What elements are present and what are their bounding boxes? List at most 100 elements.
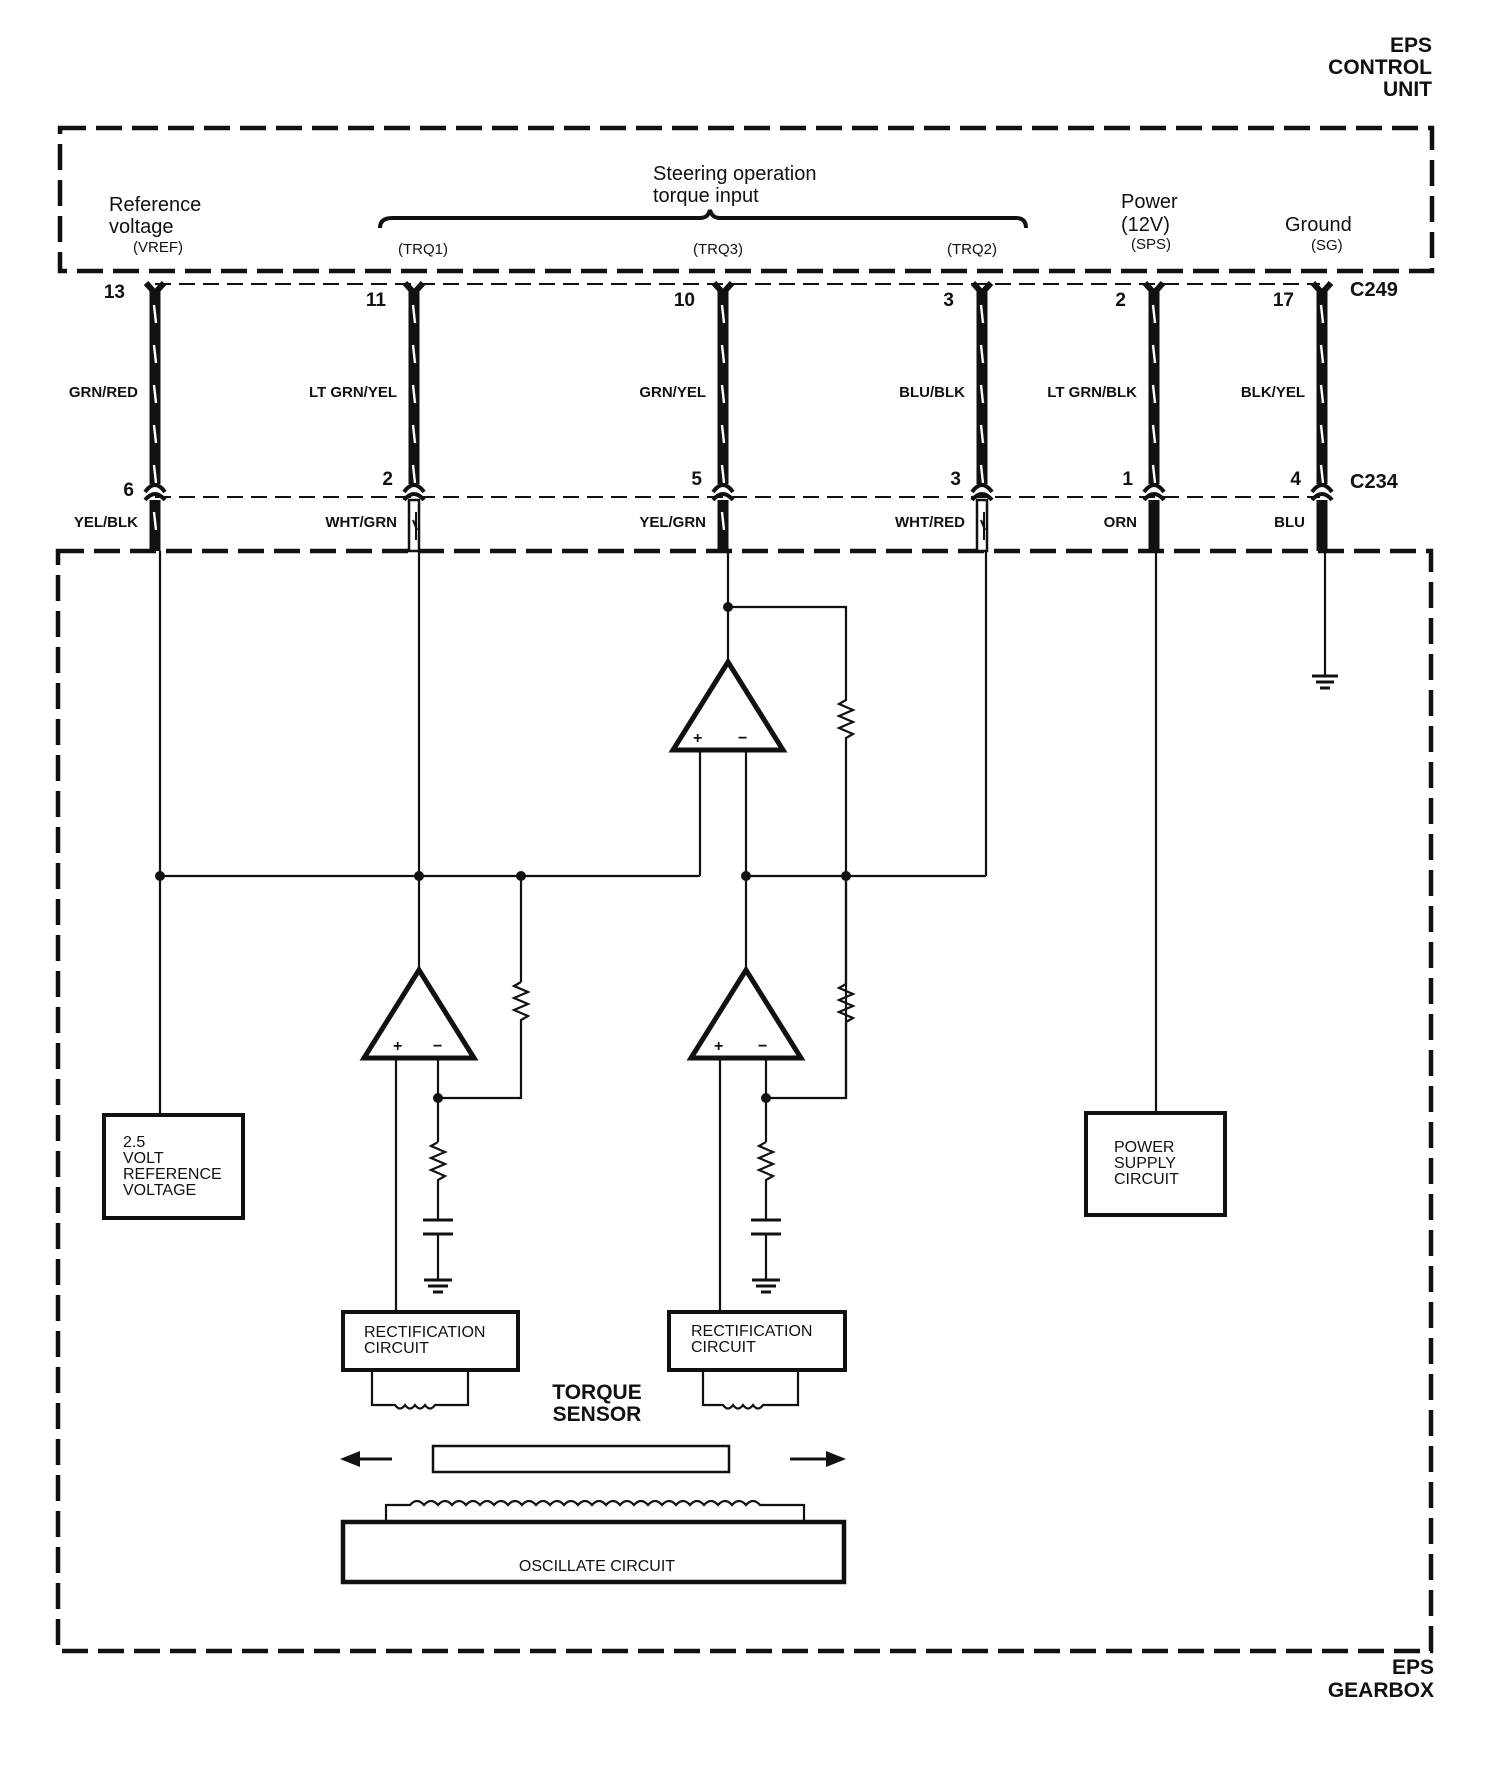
wire-stripe bbox=[411, 384, 417, 404]
connector-c234-label: C234 bbox=[1350, 471, 1399, 493]
wire-stripe bbox=[411, 424, 417, 444]
wire-stripe bbox=[152, 344, 158, 364]
signal-code: (VREF) bbox=[133, 239, 183, 256]
block-label-line: VOLT bbox=[123, 1150, 164, 1167]
connector-c234-terminal bbox=[402, 492, 426, 502]
junction-dot bbox=[841, 871, 851, 881]
connector-c234-terminal bbox=[1142, 483, 1166, 494]
signal-vref-label: Reference voltage (VREF) bbox=[109, 194, 201, 256]
right-sensor-coil-icon bbox=[701, 1370, 800, 1410]
signal-trq3-code: (TRQ3) bbox=[693, 241, 743, 258]
wire-lower bbox=[407, 498, 421, 553]
signal-code: (SPS) bbox=[1131, 236, 1171, 253]
signal-label-line: voltage bbox=[109, 216, 174, 238]
control-unit-boundary bbox=[57, 125, 1435, 274]
wire-stripe bbox=[152, 464, 158, 484]
pin-upper: 3 bbox=[943, 290, 954, 311]
connector-c234-terminal bbox=[1310, 492, 1334, 502]
pin-lower: 6 bbox=[123, 480, 134, 501]
pin-upper: 10 bbox=[674, 290, 695, 311]
connector-c234-terminal bbox=[143, 492, 167, 502]
block-label-line: POWER bbox=[1114, 1139, 1174, 1156]
wire-stripe bbox=[720, 384, 726, 404]
wire-stripe bbox=[1319, 384, 1325, 404]
torque-sensor-label: SENSOR bbox=[553, 1403, 642, 1426]
ref-voltage-block bbox=[102, 1113, 245, 1220]
gearbox-label: EPS GEARBOX bbox=[1328, 1656, 1434, 1702]
top-opamp-plus: + bbox=[693, 730, 702, 747]
pin-lower: 1 bbox=[1122, 469, 1133, 490]
wire-stripe bbox=[979, 344, 985, 364]
connector-c234-terminal bbox=[970, 492, 994, 502]
oscillate-circuit-block bbox=[340, 1519, 847, 1585]
left-opamp-plus: + bbox=[393, 1038, 402, 1055]
left-arrow-icon bbox=[340, 1451, 392, 1467]
wire-stripe bbox=[1151, 304, 1157, 324]
pin-lower: 4 bbox=[1290, 469, 1301, 490]
top-opamp-icon bbox=[668, 657, 788, 753]
pin-lower: 3 bbox=[950, 469, 961, 490]
oscillate-circuit-label: OSCILLATE CIRCUIT bbox=[519, 1558, 675, 1575]
wire-color-lower: WHT/RED bbox=[895, 514, 965, 531]
left-rc-resistor bbox=[428, 1141, 448, 1220]
right-ground-icon bbox=[752, 1278, 780, 1294]
control-unit-label-line: UNIT bbox=[1383, 78, 1432, 101]
pin-upper: 17 bbox=[1273, 290, 1294, 311]
gearbox-label-line: GEARBOX bbox=[1328, 1679, 1434, 1702]
control-unit-label: EPS CONTROL UNIT bbox=[1328, 34, 1432, 101]
wire-stripe bbox=[1319, 424, 1325, 444]
wire-stripe bbox=[720, 304, 726, 324]
signal-label-line: Power bbox=[1121, 191, 1178, 213]
wire-stripe bbox=[411, 464, 417, 484]
wire-stripe bbox=[411, 304, 417, 324]
wire-color-upper: BLK/YEL bbox=[1241, 384, 1305, 401]
wire-color-upper: LT GRN/YEL bbox=[309, 384, 397, 401]
connector-c234-terminal bbox=[970, 483, 994, 494]
wire-stripe bbox=[152, 511, 158, 531]
wire-color-lower: ORN bbox=[1104, 514, 1137, 531]
left-sensor-coil-icon bbox=[370, 1370, 470, 1410]
signal-ground-label: Ground (SG) bbox=[1285, 214, 1352, 254]
wire-lower bbox=[975, 498, 989, 553]
wire-stripe bbox=[1151, 464, 1157, 484]
block-label-line: CIRCUIT bbox=[364, 1340, 429, 1357]
block-label-line: 2.5 bbox=[123, 1134, 145, 1151]
left-ground-icon bbox=[424, 1278, 452, 1294]
pin-lower: 5 bbox=[691, 469, 702, 490]
wire-stripe bbox=[720, 511, 726, 531]
wire-stripe bbox=[412, 512, 418, 540]
signal-trq2-code: (TRQ2) bbox=[947, 241, 997, 258]
torque-sensor-label: TORQUE bbox=[552, 1381, 641, 1404]
signal-label-line: Reference bbox=[109, 194, 201, 216]
wire-color-upper: GRN/RED bbox=[69, 384, 138, 401]
torque-group-brace bbox=[378, 209, 1028, 229]
wire-stripe bbox=[720, 424, 726, 444]
wire-color-upper: GRN/YEL bbox=[639, 384, 706, 401]
signal-label-line: torque input bbox=[653, 185, 759, 207]
right-arrow-icon bbox=[790, 1451, 846, 1467]
connector-c249-label: C249 bbox=[1350, 279, 1398, 301]
block-label-line: REFERENCE bbox=[123, 1166, 222, 1183]
top-feedback-resistor bbox=[728, 605, 856, 1100]
ground-icon bbox=[1312, 674, 1338, 690]
rectification-circuit-left bbox=[341, 1310, 520, 1372]
signal-torque-group-label: Steering operation torque input bbox=[653, 163, 816, 207]
connector-c234-terminal bbox=[1310, 483, 1334, 494]
left-opamp-minus: − bbox=[433, 1038, 442, 1055]
connector-c234-terminal bbox=[402, 483, 426, 494]
block-label-line: CIRCUIT bbox=[691, 1339, 756, 1356]
junction-dot bbox=[516, 871, 526, 881]
signal-label-line: Ground bbox=[1285, 214, 1352, 236]
wire-stripe bbox=[720, 464, 726, 484]
junction-dot bbox=[741, 871, 751, 881]
wire-stripe bbox=[720, 344, 726, 364]
pin-upper: 2 bbox=[1115, 290, 1126, 311]
right-feedback-resistor bbox=[836, 876, 856, 1098]
wire-color-lower: BLU bbox=[1274, 514, 1305, 531]
wire-stripe bbox=[1319, 344, 1325, 364]
pin-lower: 2 bbox=[382, 469, 393, 490]
junction-dot bbox=[761, 1093, 771, 1103]
